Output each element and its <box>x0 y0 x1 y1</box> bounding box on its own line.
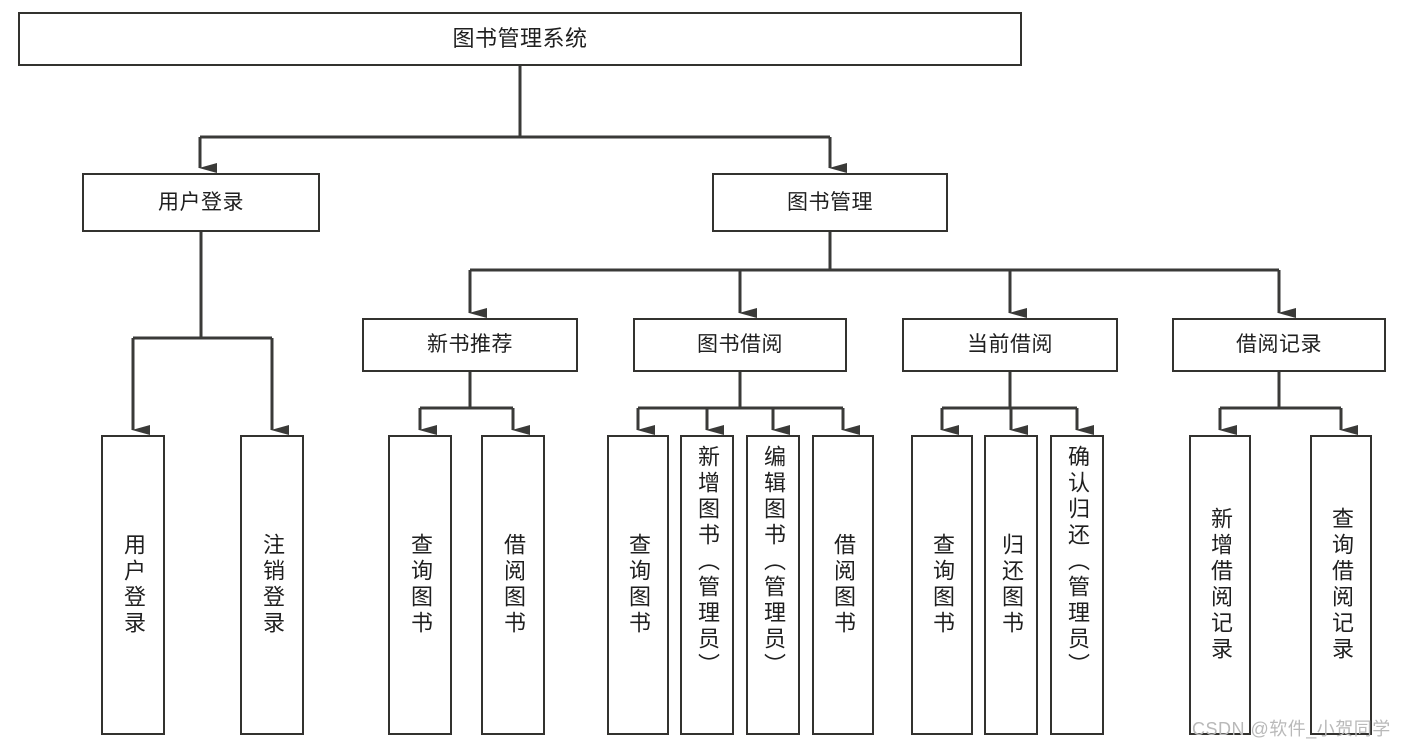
csdn-watermark: CSDN @软件_小贺同学 <box>1192 719 1391 739</box>
node-leaf-confirm-return-label: 确认归还（管理员） <box>1065 445 1090 679</box>
node-current-borrow[interactable]: 当前借阅 <box>902 318 1118 372</box>
node-leaf-query-book-1[interactable]: 查询图书 <box>388 435 452 735</box>
node-new-book-recommend-label: 新书推荐 <box>427 333 513 357</box>
node-leaf-add-record[interactable]: 新增借阅记录 <box>1189 435 1251 735</box>
node-book-borrow-label: 图书借阅 <box>697 333 783 357</box>
node-borrow-record[interactable]: 借阅记录 <box>1172 318 1386 372</box>
node-leaf-query-book-3-label: 查询图书 <box>930 533 955 637</box>
node-book-manage[interactable]: 图书管理 <box>712 173 948 232</box>
node-user-login[interactable]: 用户登录 <box>82 173 320 232</box>
node-leaf-edit-book-label: 编辑图书（管理员） <box>761 445 786 679</box>
node-leaf-confirm-return[interactable]: 确认归还（管理员） <box>1050 435 1104 735</box>
node-leaf-edit-book[interactable]: 编辑图书（管理员） <box>746 435 800 735</box>
node-book-borrow[interactable]: 图书借阅 <box>633 318 847 372</box>
node-leaf-add-record-label: 新增借阅记录 <box>1208 507 1233 663</box>
node-leaf-logout[interactable]: 注销登录 <box>240 435 304 735</box>
node-borrow-record-label: 借阅记录 <box>1236 333 1322 357</box>
node-leaf-user-login[interactable]: 用户登录 <box>101 435 165 735</box>
node-leaf-query-book-1-label: 查询图书 <box>408 533 433 637</box>
node-user-login-label: 用户登录 <box>158 190 244 214</box>
node-leaf-query-record[interactable]: 查询借阅记录 <box>1310 435 1372 735</box>
node-leaf-add-book-label: 新增图书（管理员） <box>695 445 720 679</box>
node-current-borrow-label: 当前借阅 <box>967 333 1053 357</box>
node-leaf-borrow-book-1[interactable]: 借阅图书 <box>481 435 545 735</box>
node-leaf-return-book-label: 归还图书 <box>999 533 1024 637</box>
node-root-label: 图书管理系统 <box>452 25 588 51</box>
node-leaf-logout-label: 注销登录 <box>260 533 285 637</box>
node-leaf-query-book-2[interactable]: 查询图书 <box>607 435 669 735</box>
node-root[interactable]: 图书管理系统 <box>18 12 1022 66</box>
node-new-book-recommend[interactable]: 新书推荐 <box>362 318 578 372</box>
node-leaf-return-book[interactable]: 归还图书 <box>984 435 1038 735</box>
node-leaf-user-login-label: 用户登录 <box>121 533 146 637</box>
node-leaf-query-book-3[interactable]: 查询图书 <box>911 435 973 735</box>
node-leaf-borrow-book-2[interactable]: 借阅图书 <box>812 435 874 735</box>
node-leaf-query-book-2-label: 查询图书 <box>626 533 651 637</box>
node-leaf-borrow-book-1-label: 借阅图书 <box>501 533 526 637</box>
node-leaf-query-record-label: 查询借阅记录 <box>1329 507 1354 663</box>
node-book-manage-label: 图书管理 <box>787 190 873 214</box>
node-leaf-borrow-book-2-label: 借阅图书 <box>831 533 856 637</box>
node-leaf-add-book[interactable]: 新增图书（管理员） <box>680 435 734 735</box>
